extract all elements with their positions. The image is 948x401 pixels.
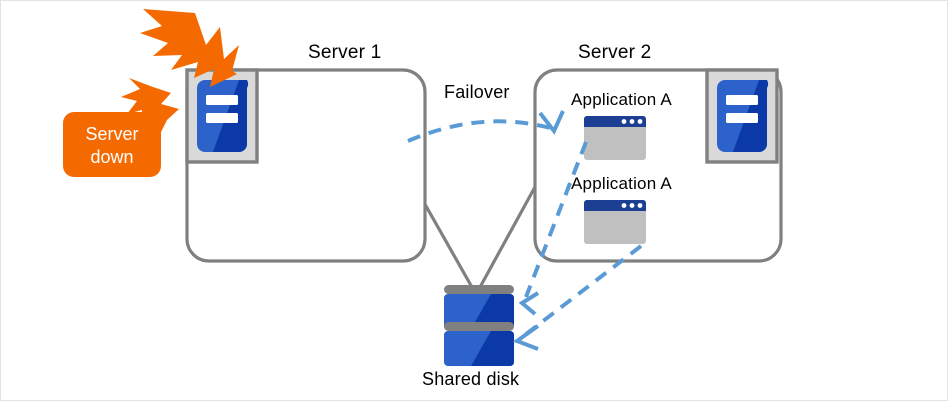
shared-disk-label: Shared disk — [422, 369, 520, 389]
server-down-callout[interactable] — [63, 101, 164, 177]
server-1-title: Server 1 — [308, 42, 382, 63]
callout-line-1: Server — [85, 124, 139, 144]
server-down-callout-text: Server down — [63, 123, 161, 169]
failover-label: Failover — [444, 82, 510, 102]
connector-lines-group — [407, 174, 543, 291]
dashed-arrow-app1-to-disk — [518, 141, 588, 316]
connector-server2-to-disk — [477, 174, 543, 291]
callout-line-2: down — [90, 147, 134, 167]
server-2-title: Server 2 — [578, 42, 652, 63]
app-label-1: Application A — [571, 90, 672, 109]
lightning-burst-icon — [121, 9, 239, 132]
dashed-curved-arrow-icon — [407, 110, 565, 143]
dashed-arrow-app2-to-disk — [512, 244, 643, 351]
server-tower-icon — [185, 68, 259, 164]
app-window-icon[interactable] — [584, 116, 646, 160]
app-label-2: Application A — [571, 174, 672, 193]
stacked-disk-icon[interactable] — [444, 285, 514, 366]
app-window-icon[interactable] — [584, 200, 646, 244]
server-tower-icon — [705, 68, 779, 164]
